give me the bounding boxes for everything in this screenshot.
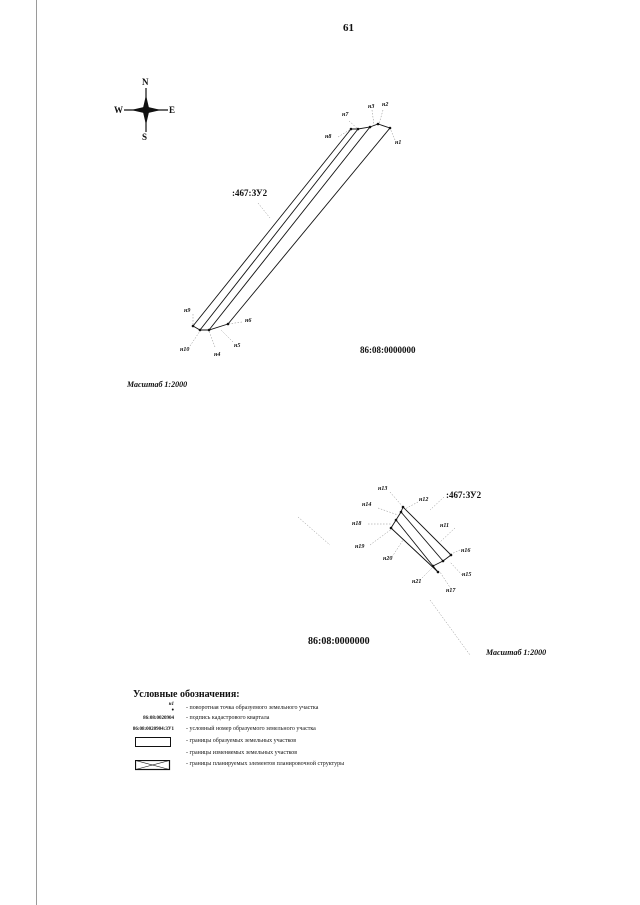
point-label: н10 bbox=[180, 347, 190, 353]
legend-row-changed-boundary: - границы изменяемых земельных участков bbox=[112, 749, 512, 760]
compass-west: W bbox=[114, 105, 123, 115]
point-label: н1 bbox=[395, 140, 402, 146]
legend-quarter-text: - подпись кадастрового квартала bbox=[186, 715, 270, 721]
legend-title: Условные обозначения: bbox=[133, 689, 240, 700]
map2-scale: Масштаб 1:2000 bbox=[486, 648, 547, 657]
point-label: н16 bbox=[461, 548, 471, 554]
point-label: н11 bbox=[440, 523, 449, 529]
legend-changed-boundary-text: - границы изменяемых земельных участков bbox=[186, 750, 298, 756]
point-label: н9 bbox=[184, 308, 191, 314]
legend-row-parcel-number: 86:08:0020904:ЗУ1 - условный номер образ… bbox=[112, 725, 512, 736]
point-label: н21 bbox=[412, 579, 422, 585]
map2-quarter-label: 86:08:0000000 bbox=[308, 636, 370, 647]
legend-planned-structure-text: - границы планируемых элементов планиров… bbox=[186, 761, 345, 767]
point-label: н7 bbox=[342, 112, 349, 118]
compass-south: S bbox=[142, 132, 148, 142]
point-label: н3 bbox=[368, 104, 375, 110]
point-label: н2 bbox=[382, 102, 389, 108]
legend-row-planned-structure: - границы планируемых элементов планиров… bbox=[112, 760, 512, 771]
legend-quarter-symbol: 86:08:0020904 bbox=[143, 716, 174, 721]
compass-north: N bbox=[142, 77, 149, 87]
point-label: н15 bbox=[462, 572, 472, 578]
point-label: н4 bbox=[214, 352, 221, 358]
point-label: н19 bbox=[355, 544, 365, 550]
map1-quarter-label: 86:08:0000000 bbox=[360, 345, 416, 355]
legend-parcel-number-text: - условный номер образуемого земельного … bbox=[186, 726, 316, 732]
point-label: н20 bbox=[383, 556, 393, 562]
page-number: 61 bbox=[343, 22, 354, 34]
point-label: н5 bbox=[234, 343, 241, 349]
point-label: н13 bbox=[378, 486, 388, 492]
legend-point-symbol: н1• bbox=[168, 702, 174, 714]
legend-formed-boundary-symbol bbox=[135, 737, 171, 747]
legend-parcel-number-symbol: 86:08:0020904:ЗУ1 bbox=[132, 727, 174, 732]
map1-scale: Масштаб 1:2000 bbox=[127, 380, 188, 389]
compass-east: E bbox=[169, 105, 176, 115]
legend-formed-boundary-text: - границы образуемых земельных участков bbox=[186, 738, 297, 744]
legend-row-formed-boundary: - границы образуемых земельных участков bbox=[112, 737, 512, 748]
point-label: н8 bbox=[325, 134, 332, 140]
map1-parcel-label: :467:ЗУ2 bbox=[232, 188, 268, 198]
legend-point-text: - поворотная точка образуемого земельног… bbox=[186, 705, 319, 711]
point-label: н12 bbox=[419, 497, 429, 503]
legend-planned-structure-symbol bbox=[135, 760, 171, 771]
point-label: н18 bbox=[352, 521, 362, 527]
legend-row-point: н1• - поворотная точка образуемого земел… bbox=[112, 702, 512, 714]
point-label: н6 bbox=[245, 318, 252, 324]
point-label: н17 bbox=[446, 588, 456, 594]
map2-parcel-label: :467:ЗУ2 bbox=[446, 490, 482, 500]
point-label: н14 bbox=[362, 502, 372, 508]
legend-row-quarter: 86:08:0020904 - подпись кадастрового ква… bbox=[112, 714, 512, 725]
page-margin-line bbox=[36, 0, 37, 905]
